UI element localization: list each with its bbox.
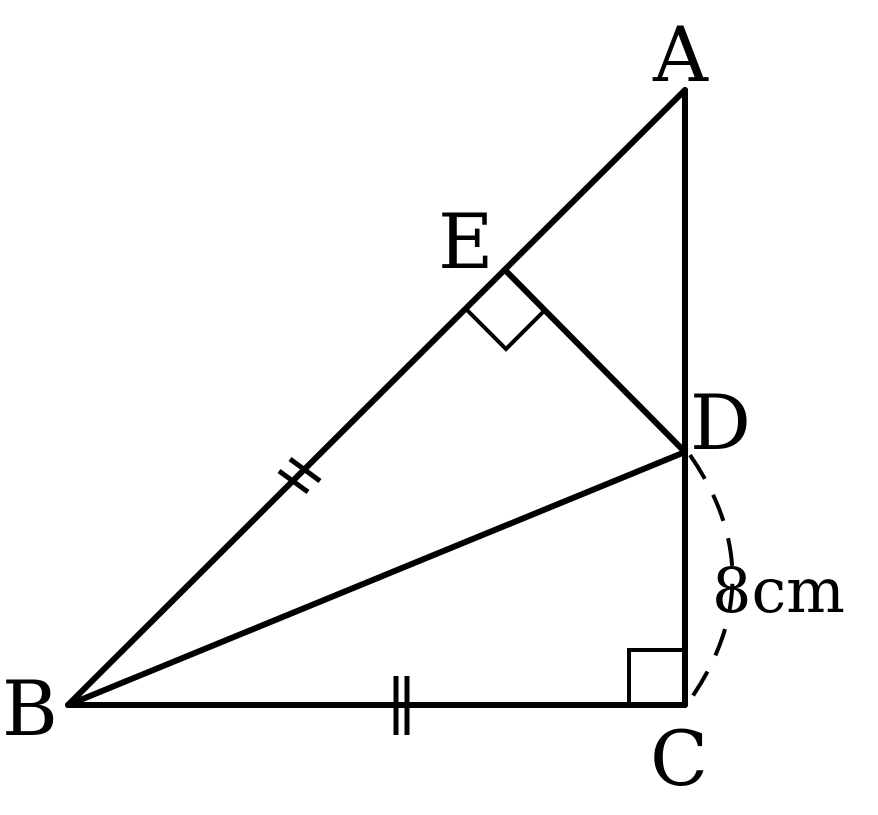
segment-BD <box>65 449 688 708</box>
label-length-DC: 8cm <box>712 554 845 627</box>
label-vertex-D: D <box>690 378 751 467</box>
segment-AB <box>65 87 688 708</box>
right-angle-mark-E <box>465 308 546 352</box>
right-angle-mark-C <box>627 648 685 705</box>
label-vertex-B: B <box>2 664 58 753</box>
tick-marks-BC <box>393 676 410 735</box>
label-vertex-C: C <box>650 714 708 803</box>
label-vertex-A: A <box>652 10 709 99</box>
label-vertex-E: E <box>438 197 493 286</box>
tick-marks-BE <box>277 456 322 495</box>
segment-ED <box>502 267 688 455</box>
